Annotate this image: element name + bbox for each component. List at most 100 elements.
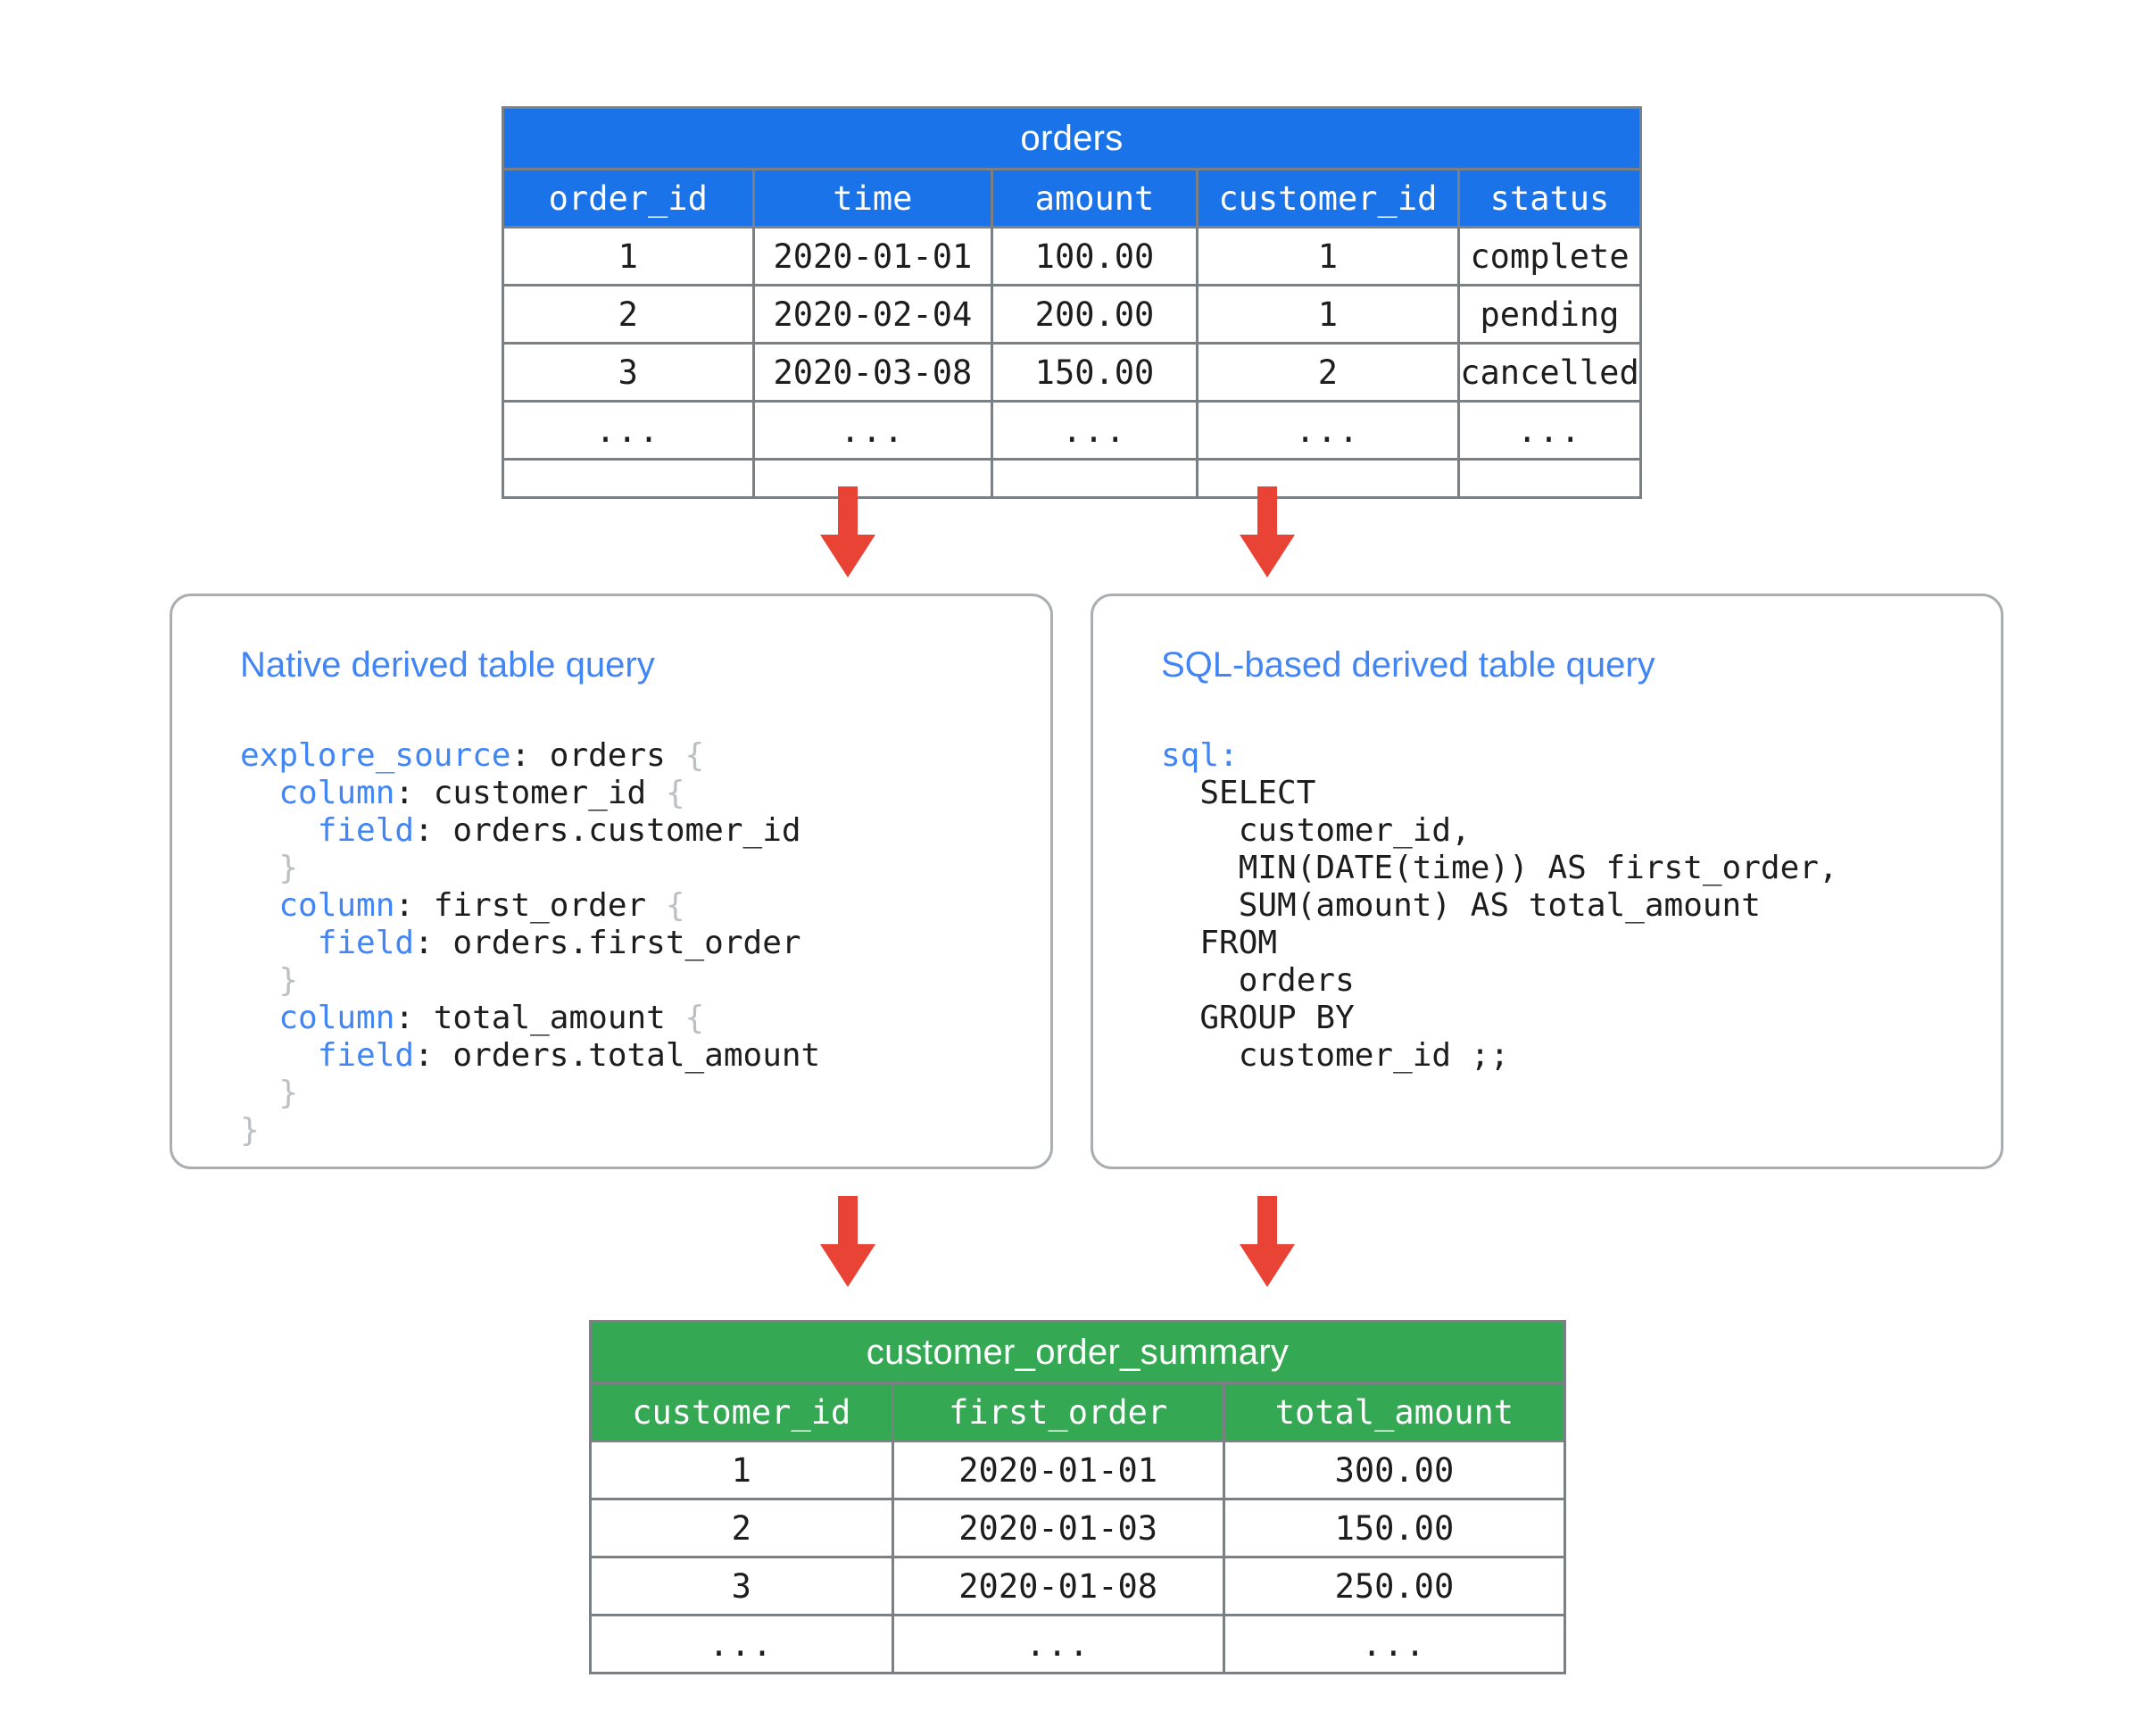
code-token — [240, 887, 278, 924]
code-token: } — [278, 850, 299, 886]
code-token: { — [684, 737, 705, 774]
table-row: 3 2020-03-08 150.00 2 cancelled — [502, 342, 1642, 403]
table-row: 3 2020-01-08 250.00 — [589, 1556, 1567, 1616]
cell: ... — [891, 1614, 1225, 1674]
arrow-shaft — [1257, 486, 1277, 538]
cell: 3 — [589, 1556, 894, 1616]
code-token: GROUP BY — [1161, 1000, 1355, 1036]
code-token: FROM — [1161, 925, 1278, 961]
code-token — [240, 1000, 278, 1036]
code-token: column — [278, 775, 395, 811]
cell: ... — [1222, 1614, 1567, 1674]
cell: 1 — [1195, 226, 1461, 287]
code-token: customer_id ;; — [1161, 1037, 1510, 1074]
table-row-ellipsis: ... ... ... ... ... — [502, 400, 1642, 461]
cell — [751, 458, 994, 499]
cell: 2020-02-04 — [751, 284, 994, 345]
arrow-down-icon-sql-to-summary — [1240, 1196, 1295, 1287]
cell — [1195, 458, 1461, 499]
sql-derived-table-panel: SQL-based derived table query sql: SELEC… — [1091, 594, 2003, 1169]
orders-table-header-row: order_id time amount customer_id status — [502, 168, 1642, 228]
code-token: } — [240, 1112, 260, 1149]
column-header-order-id: order_id — [502, 168, 755, 228]
cell: ... — [751, 400, 994, 461]
code-token: { — [665, 887, 685, 924]
summary-table-title: customer_order_summary — [589, 1320, 1566, 1384]
code-token: column — [278, 887, 395, 924]
column-header-customer-id: customer_id — [1195, 168, 1461, 228]
code-token — [240, 1037, 318, 1074]
code-token: } — [278, 962, 299, 999]
code-token: { — [684, 1000, 705, 1036]
code-token: SUM(amount) AS total_amount — [1161, 887, 1761, 924]
cell: 200.00 — [991, 284, 1199, 345]
cell: 2 — [1195, 342, 1461, 403]
code-token: { — [665, 775, 685, 811]
arrow-shaft — [1257, 1196, 1277, 1248]
cell: 2 — [589, 1498, 894, 1558]
orders-table-title-row: orders — [502, 106, 1642, 170]
cell: 2020-01-03 — [891, 1498, 1225, 1558]
orders-table: orders order_id time amount customer_id … — [502, 106, 1642, 499]
arrow-down-icon-orders-to-sql — [1240, 486, 1295, 577]
code-token — [240, 925, 318, 961]
arrow-head — [820, 1244, 875, 1287]
arrow-shaft — [838, 486, 858, 538]
column-header-amount: amount — [991, 168, 1199, 228]
cell — [991, 458, 1199, 499]
native-panel-heading: Native derived table query — [240, 645, 655, 685]
cell: ... — [502, 400, 755, 461]
native-derived-table-panel: Native derived table query explore_sourc… — [170, 594, 1053, 1169]
cell: 150.00 — [1222, 1498, 1567, 1558]
code-token: : orders — [510, 737, 685, 774]
code-token: : orders.customer_id — [414, 812, 801, 849]
code-token: : — [1219, 737, 1239, 774]
code-token: SELECT — [1161, 775, 1316, 811]
cell: 300.00 — [1222, 1440, 1567, 1500]
code-token: customer_id, — [1161, 812, 1471, 849]
table-row: 1 2020-01-01 100.00 1 complete — [502, 226, 1642, 287]
arrow-head — [1240, 1244, 1295, 1287]
code-token: : orders.total_amount — [414, 1037, 821, 1074]
cell: 1 — [502, 226, 755, 287]
arrow-head — [820, 535, 875, 577]
cell: 1 — [1195, 284, 1461, 345]
arrow-head — [1240, 535, 1295, 577]
code-token: field — [317, 1037, 415, 1074]
code-token: MIN(DATE(time)) AS first_order, — [1161, 850, 1838, 886]
cell: cancelled — [1457, 342, 1642, 403]
code-token: field — [317, 812, 415, 849]
code-token: } — [278, 1075, 299, 1111]
table-row: 2 2020-02-04 200.00 1 pending — [502, 284, 1642, 345]
cell: ... — [1195, 400, 1461, 461]
cell: 1 — [589, 1440, 894, 1500]
cell: ... — [589, 1614, 894, 1674]
code-token: explore_source — [240, 737, 511, 774]
cell: 3 — [502, 342, 755, 403]
cell: 2020-01-01 — [891, 1440, 1225, 1500]
cell: 2020-03-08 — [751, 342, 994, 403]
table-row-ellipsis: ... ... ... — [589, 1614, 1567, 1674]
code-token: : orders.first_order — [414, 925, 801, 961]
code-token: : customer_id — [394, 775, 666, 811]
code-token: column — [278, 1000, 395, 1036]
arrow-shaft — [838, 1196, 858, 1248]
table-row-truncated — [502, 458, 1642, 499]
cell: pending — [1457, 284, 1642, 345]
arrow-down-icon-native-to-summary — [820, 1196, 875, 1287]
table-row: 2 2020-01-03 150.00 — [589, 1498, 1567, 1558]
cell: 250.00 — [1222, 1556, 1567, 1616]
sql-code-block: sql: SELECT customer_id, MIN(DATE(time))… — [1161, 737, 1838, 1075]
cell: 150.00 — [991, 342, 1199, 403]
column-header-status: status — [1457, 168, 1642, 228]
column-header-total-amount: total_amount — [1222, 1382, 1567, 1442]
sql-panel-heading: SQL-based derived table query — [1161, 645, 1655, 685]
code-token: field — [317, 925, 415, 961]
native-code-block: explore_source: orders { column: custome… — [240, 737, 820, 1150]
code-token: sql — [1161, 737, 1220, 774]
cell: complete — [1457, 226, 1642, 287]
code-token — [240, 775, 278, 811]
cell: ... — [991, 400, 1199, 461]
cell: 2 — [502, 284, 755, 345]
code-token: : total_amount — [394, 1000, 685, 1036]
